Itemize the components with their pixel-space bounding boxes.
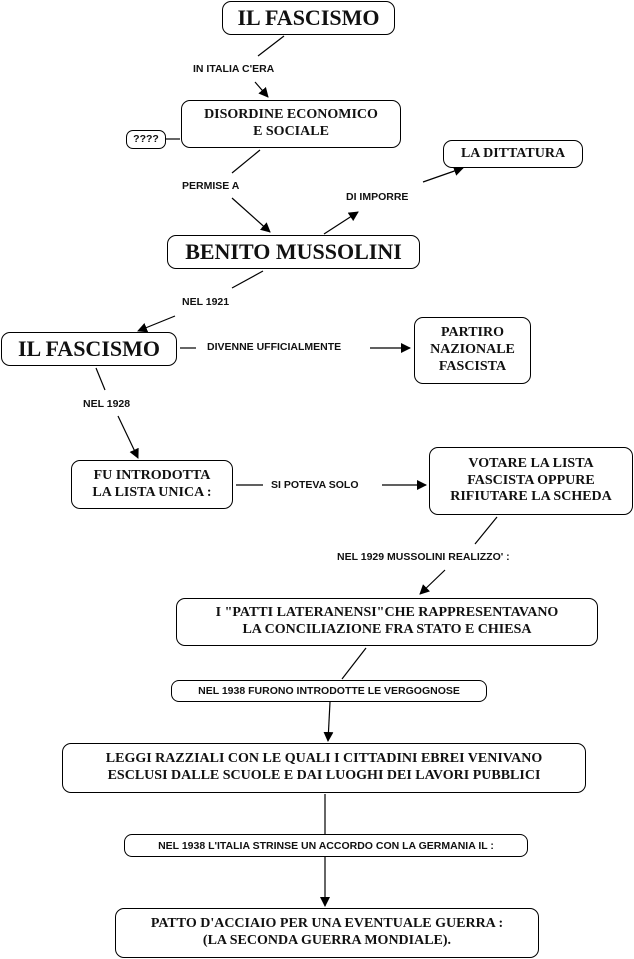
node-benito-mussolini: BENITO MUSSOLINI — [167, 235, 420, 269]
connector-root-to-label — [257, 35, 285, 57]
node-patto-acciaio: PATTO D'ACCIAIO PER UNA EVENTUALE GUERRA… — [115, 908, 539, 958]
connector-label-to-dittatura — [422, 166, 464, 183]
node-il-fascismo-root: IL FASCISMO — [222, 1, 395, 35]
node-leggi-razziali: LEGGI RAZZIALI CON LE QUALI I CITTADINI … — [62, 743, 586, 793]
link-label-di-imporre: DI IMPORRE — [346, 191, 409, 203]
connector-mussolini-to-label-1921 — [231, 270, 264, 289]
connector-label-to-mussolini — [231, 197, 271, 233]
node-question-marks: ???? — [126, 130, 166, 149]
node-il-fascismo: IL FASCISMO — [1, 332, 177, 366]
link-label-nel-1938-germania: NEL 1938 L'ITALIA STRINSE UN ACCORDO CON… — [124, 834, 528, 857]
link-label-divenne-ufficialmente: DIVENNE UFFICIALMENTE — [207, 341, 342, 353]
connector-label-to-lista — [117, 415, 139, 459]
node-votare-lista: VOTARE LA LISTA FASCISTA OPPURE RIFIUTAR… — [429, 447, 633, 515]
node-patti-lateranensi: I "PATTI LATERANENSI"CHE RAPPRESENTAVANO… — [176, 598, 598, 646]
connector-pill-to-leggi — [323, 701, 334, 742]
link-label-nel-1928: NEL 1928 — [83, 398, 131, 410]
connector-votare-to-label — [474, 516, 498, 545]
link-label-in-italia: IN ITALIA C'ERA — [193, 63, 275, 75]
node-lista-unica: FU INTRODOTTA LA LISTA UNICA : — [71, 460, 233, 509]
connector-label-to-disordine — [254, 81, 269, 98]
connector-patti-to-pill — [341, 647, 367, 680]
connector-fascismo2-to-label-1928 — [95, 367, 106, 391]
connector-mussolini-to-label — [323, 211, 359, 235]
node-partito-nazionale-fascista: PARTIRO NAZIONALE FASCISTA — [414, 317, 531, 384]
link-label-nel-1929: NEL 1929 MUSSOLINI REALIZZO' : — [337, 551, 510, 563]
connector-disordine-to-label — [231, 149, 261, 174]
link-label-nel-1921: NEL 1921 — [182, 296, 230, 308]
connector-label-to-fascismo2 — [137, 315, 176, 333]
link-label-si-poteva-solo: SI POTEVA SOLO — [271, 479, 359, 491]
link-label-permise-a: PERMISE A — [182, 180, 240, 192]
connector-label-to-patti — [419, 569, 446, 595]
link-label-nel-1938-leggi: NEL 1938 FURONO INTRODOTTE LE VERGOGNOSE — [171, 680, 487, 702]
node-la-dittatura: LA DITTATURA — [443, 140, 583, 168]
node-disordine: DISORDINE ECONOMICO E SOCIALE — [181, 100, 401, 148]
